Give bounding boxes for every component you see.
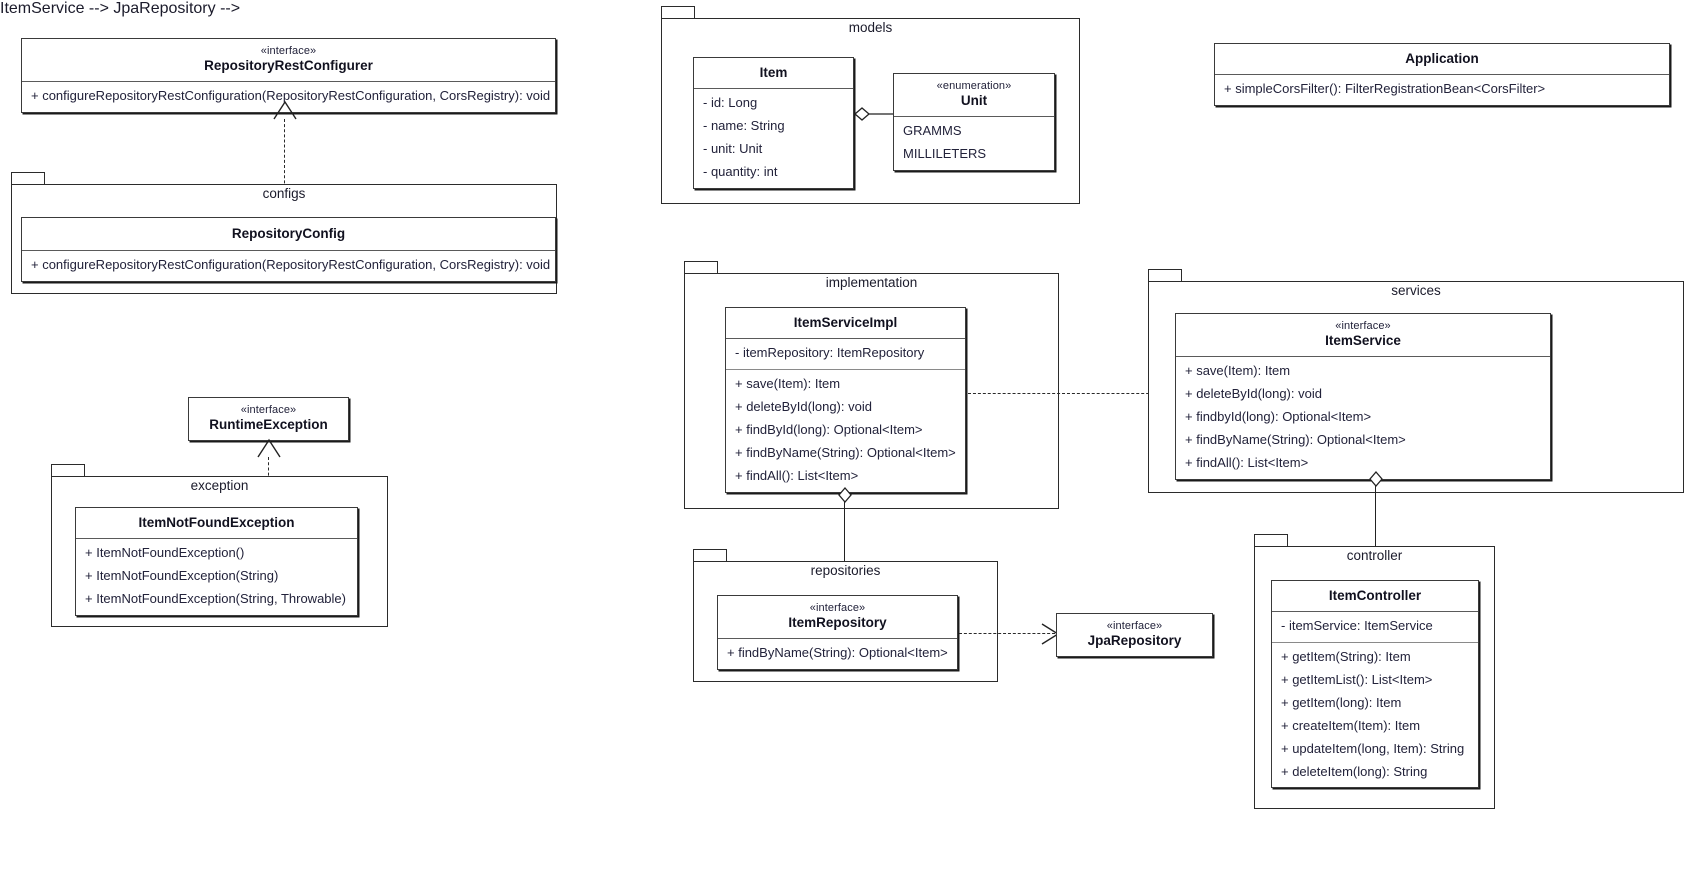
- realization-line-itemrepository-to-jparepository: [959, 633, 1055, 634]
- class-method-row: + updateItem(long, Item): String: [1281, 740, 1465, 756]
- class-method-row: + save(Item): Item: [735, 375, 841, 391]
- class-item-repository[interactable]: «interface» ItemRepository + findByName(…: [717, 595, 958, 670]
- stereotype-label: «enumeration»: [936, 80, 1012, 92]
- class-title: ItemService: [1325, 332, 1401, 348]
- stereotype-label: «interface»: [1106, 620, 1163, 632]
- package-tab: [11, 172, 45, 185]
- class-method-row: + findAll(): List<Item>: [1185, 454, 1309, 470]
- class-title: ItemController: [1328, 588, 1422, 603]
- class-title: Item: [759, 65, 788, 80]
- class-title: ItemRepository: [788, 614, 887, 630]
- class-method-row: + createItem(Item): Item: [1281, 717, 1421, 733]
- class-title: Application: [1405, 51, 1479, 66]
- stereotype-label: «interface»: [809, 602, 866, 614]
- class-methods-section: + save(Item): Item + deleteById(long): v…: [726, 368, 965, 492]
- class-attribute-row: - name: String: [703, 117, 785, 133]
- class-methods-section: + configureRepositoryRestConfiguration(R…: [22, 251, 555, 281]
- enum-literal-row: MILLILETERS: [903, 145, 987, 161]
- aggregation-diamond-item-unit: [854, 106, 894, 122]
- class-method-row: + findByName(String): Optional<Item>: [735, 444, 956, 460]
- class-header: Application: [1215, 44, 1669, 75]
- class-attributes-section: - id: Long - name: String - unit: Unit -…: [694, 89, 853, 188]
- package-tab: [1254, 534, 1288, 547]
- class-method-row: + getItem(long): Item: [1281, 694, 1402, 710]
- class-header: «interface» JpaRepository: [1057, 614, 1212, 656]
- package-tab: [51, 464, 85, 477]
- package-tab: [661, 6, 695, 19]
- realization-triangle-to-runtime-exception: [256, 438, 282, 458]
- class-attributes-section: - itemService: ItemService: [1272, 612, 1478, 642]
- class-attribute-row: - unit: Unit: [703, 140, 763, 156]
- class-method-row: + save(Item): Item: [1185, 362, 1291, 378]
- class-methods-section: + getItem(String): Item + getItemList():…: [1272, 641, 1478, 788]
- class-runtime-exception[interactable]: «interface» RuntimeException: [188, 397, 349, 441]
- class-method-row: + ItemNotFoundException(): [85, 544, 245, 560]
- class-method-row: + findbyId(long): Optional<Item>: [1185, 408, 1372, 424]
- class-attributes-section: - itemRepository: ItemRepository: [726, 339, 965, 369]
- class-method-row: + ItemNotFoundException(String, Throwabl…: [85, 590, 346, 606]
- class-method-row: + deleteById(long): void: [1185, 385, 1322, 401]
- class-repository-config[interactable]: RepositoryConfig + configureRepositoryRe…: [21, 217, 556, 282]
- class-method-row: + findByName(String): Optional<Item>: [1185, 431, 1406, 447]
- class-header: «interface» RuntimeException: [189, 398, 348, 440]
- class-header: ItemServiceImpl: [726, 308, 965, 339]
- realization-triangle-to-repository-rest-configurer: [272, 100, 298, 120]
- class-title: JpaRepository: [1087, 632, 1182, 648]
- class-item-not-found-exception[interactable]: ItemNotFoundException + ItemNotFoundExce…: [75, 507, 358, 616]
- class-method-row: + findAll(): List<Item>: [735, 467, 859, 483]
- class-method-row: + getItem(String): Item: [1281, 648, 1411, 664]
- class-title: RepositoryRestConfigurer: [204, 57, 373, 73]
- class-method-row: + findByName(String): Optional<Item>: [727, 644, 948, 660]
- class-attribute-row: - itemRepository: ItemRepository: [735, 344, 925, 360]
- stereotype-label: «interface»: [1335, 320, 1391, 332]
- class-method-row: + getItemList(): List<Item>: [1281, 671, 1433, 687]
- class-method-row: + findById(long): Optional<Item>: [735, 421, 923, 437]
- class-methods-section: + ItemNotFoundException() + ItemNotFound…: [76, 539, 357, 615]
- enum-literals-section: GRAMMS MILLILETERS: [894, 117, 1054, 170]
- package-tab: [1148, 269, 1182, 282]
- class-title: RuntimeException: [209, 416, 328, 432]
- stereotype-label: «interface»: [260, 45, 317, 57]
- class-title: Unit: [960, 92, 988, 108]
- class-header: ItemController: [1272, 581, 1478, 612]
- class-unit-enum[interactable]: «enumeration» Unit GRAMMS MILLILETERS: [893, 73, 1055, 171]
- class-application[interactable]: Application + simpleCorsFilter(): Filter…: [1214, 43, 1670, 106]
- class-methods-section: + configureRepositoryRestConfiguration(R…: [22, 82, 555, 112]
- class-item-service-impl[interactable]: ItemServiceImpl - itemRepository: ItemRe…: [725, 307, 966, 493]
- class-header: «interface» RepositoryRestConfigurer: [22, 39, 555, 82]
- class-attribute-row: - id: Long: [703, 94, 758, 110]
- class-methods-section: + simpleCorsFilter(): FilterRegistration…: [1215, 75, 1669, 105]
- class-title: ItemNotFoundException: [138, 515, 295, 530]
- class-methods-section: + findByName(String): Optional<Item>: [718, 639, 957, 669]
- class-title: RepositoryConfig: [231, 226, 346, 241]
- aggregation-line-itemservice-to-controller: [1375, 485, 1377, 592]
- class-header: «enumeration» Unit: [894, 74, 1054, 117]
- class-attribute-row: - quantity: int: [703, 163, 778, 179]
- class-methods-section: + save(Item): Item + deleteById(long): v…: [1176, 357, 1550, 479]
- class-method-row: + deleteItem(long): String: [1281, 763, 1428, 779]
- class-method-row: + simpleCorsFilter(): FilterRegistration…: [1224, 80, 1546, 96]
- class-method-row: + deleteById(long): void: [735, 398, 872, 414]
- class-header: «interface» ItemService: [1176, 314, 1550, 357]
- class-item[interactable]: Item - id: Long - name: String - unit: U…: [693, 57, 854, 189]
- class-header: ItemNotFoundException: [76, 508, 357, 539]
- class-method-row: + ItemNotFoundException(String): [85, 567, 279, 583]
- realization-line-impl-to-itemservice: [968, 393, 1164, 394]
- enum-literal-row: GRAMMS: [903, 122, 962, 138]
- class-item-controller[interactable]: ItemController - itemService: ItemServic…: [1271, 580, 1479, 789]
- class-item-service[interactable]: «interface» ItemService + save(Item): It…: [1175, 313, 1551, 480]
- package-tab: [693, 549, 727, 562]
- class-header: RepositoryConfig: [22, 218, 555, 251]
- package-tab: [684, 261, 718, 274]
- class-header: Item: [694, 58, 853, 89]
- stereotype-label: «interface»: [240, 404, 297, 416]
- class-repository-rest-configurer[interactable]: «interface» RepositoryRestConfigurer + c…: [21, 38, 556, 113]
- class-header: «interface» ItemRepository: [718, 596, 957, 639]
- class-attribute-row: - itemService: ItemService: [1281, 617, 1433, 633]
- class-title: ItemServiceImpl: [793, 315, 898, 330]
- realization-line-config-to-configurer: [284, 119, 285, 214]
- class-method-row: + configureRepositoryRestConfiguration(R…: [31, 87, 551, 103]
- class-method-row: + configureRepositoryRestConfiguration(R…: [31, 256, 551, 272]
- class-jpa-repository[interactable]: «interface» JpaRepository: [1056, 613, 1213, 657]
